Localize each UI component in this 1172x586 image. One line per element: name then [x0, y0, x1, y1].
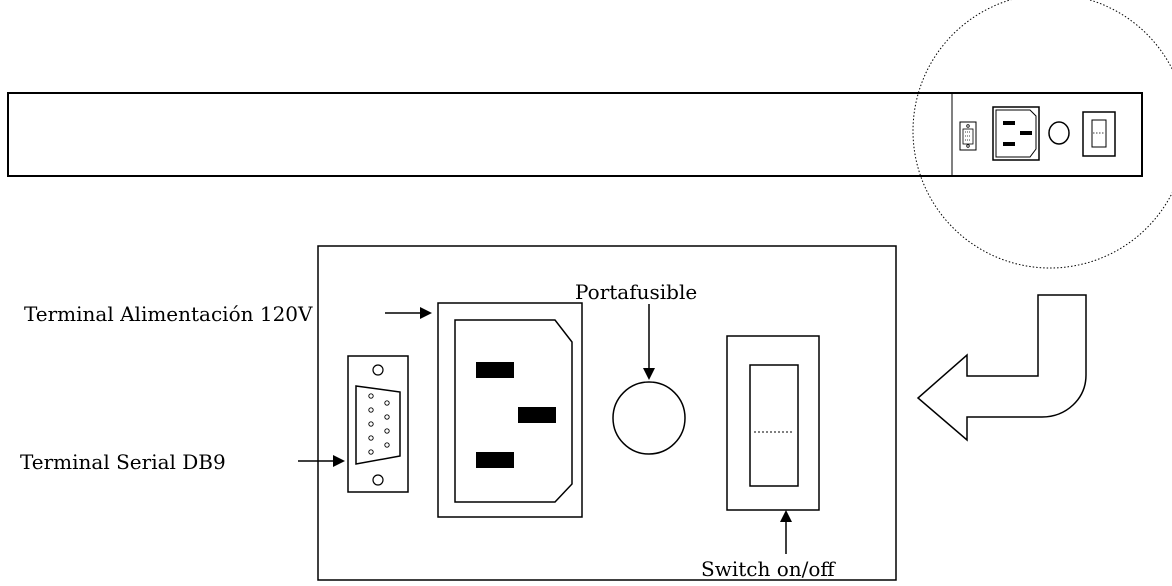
power-pin-bottom	[476, 452, 514, 468]
fuse-holder-icon	[612, 381, 686, 455]
device-rear-strip	[7, 0, 1172, 269]
callout-arrows	[298, 304, 792, 554]
zoom-arrow-icon	[916, 294, 1087, 442]
power-switch-icon	[726, 335, 820, 511]
fuse-arrow-head	[643, 368, 655, 380]
mini-power-inlet-icon	[992, 106, 1040, 161]
switch-label: Switch on/off	[701, 557, 836, 581]
serial-arrow-head	[333, 455, 345, 467]
power-terminal-arrow-head	[420, 307, 432, 319]
device-strip-outline	[7, 92, 1143, 177]
power-inlet-icon	[437, 302, 583, 518]
zoomed-panel-outline	[317, 245, 897, 581]
mini-serial-connector-icon	[959, 121, 977, 151]
switch-arrow-head	[780, 510, 792, 522]
power-pin-top	[476, 362, 514, 378]
mini-fuse-holder-icon	[1048, 121, 1070, 145]
power-terminal-label: Terminal Alimentación 120V	[24, 302, 313, 326]
serial-terminal-label: Terminal Serial DB9	[20, 450, 226, 474]
power-pin-ground	[518, 407, 556, 423]
mini-switch-icon	[1082, 111, 1116, 157]
serial-connector-icon	[347, 355, 409, 493]
fuse-holder-label: Portafusible	[575, 280, 697, 304]
zoomed-rear-panel	[317, 245, 897, 581]
